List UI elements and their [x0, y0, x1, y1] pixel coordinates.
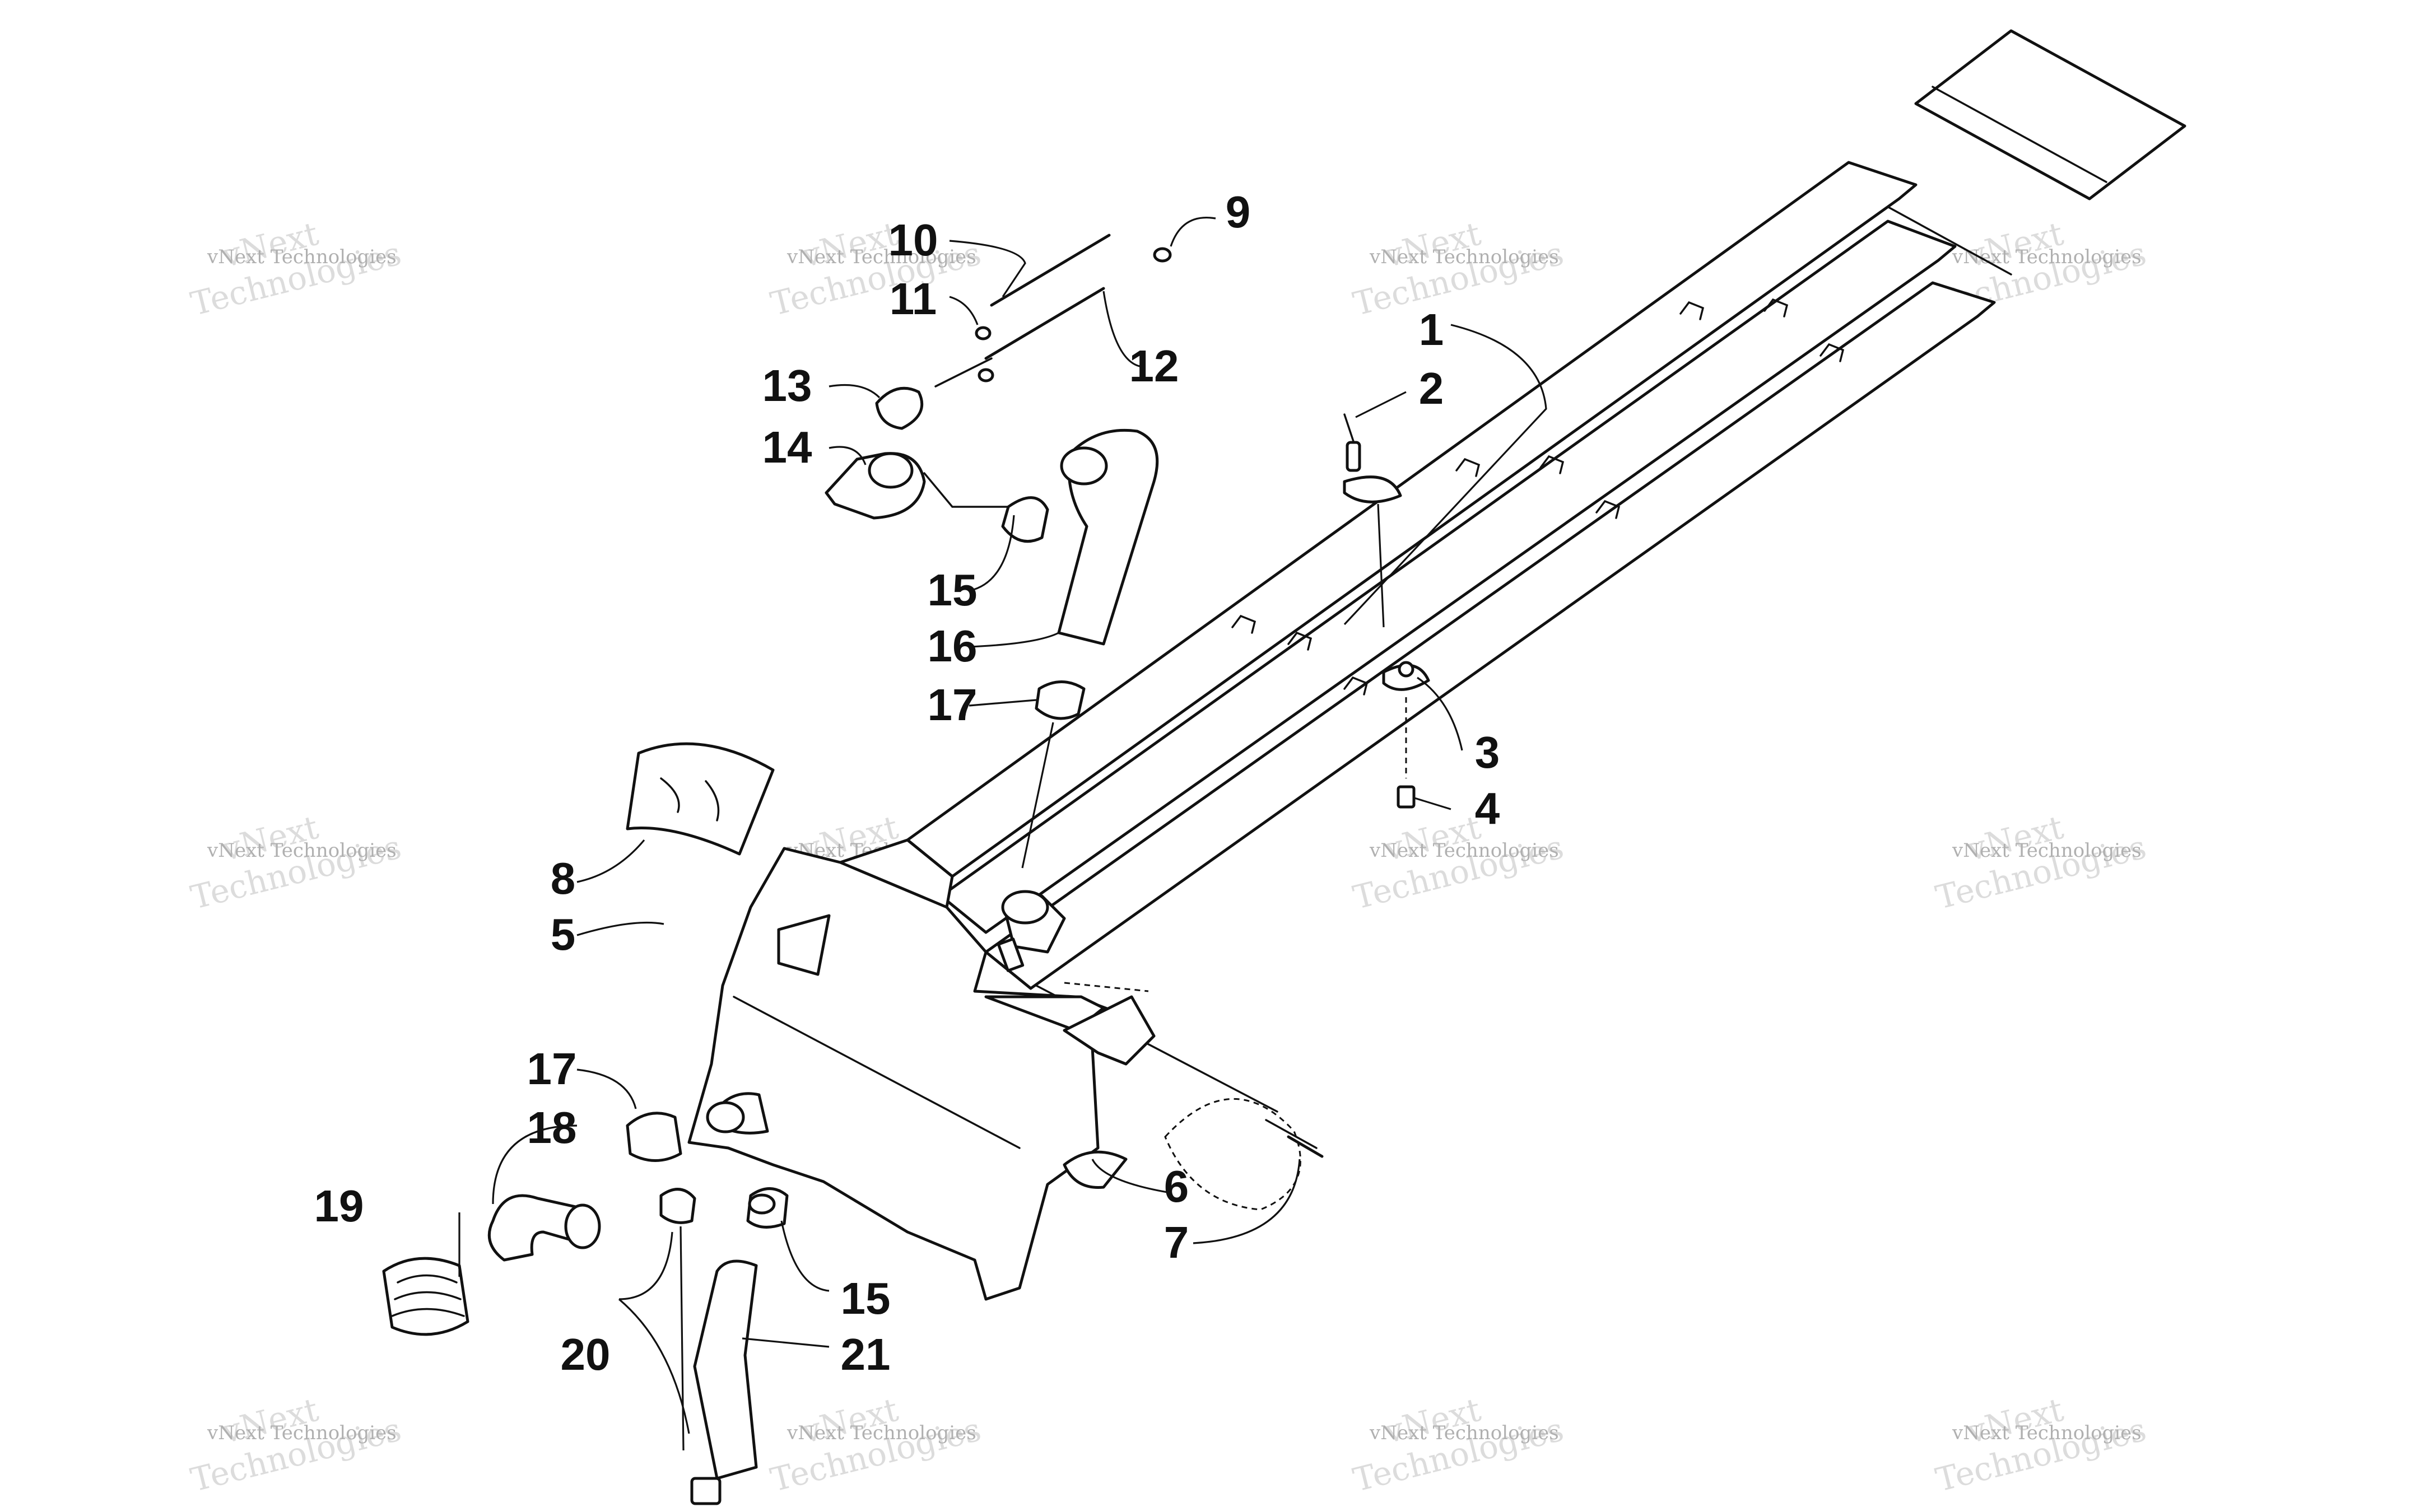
mounting-hardware: [1343, 413, 1430, 809]
lower-right-hose: [680, 1187, 789, 1505]
callout-15: 15: [928, 565, 978, 615]
front-hose: [1021, 428, 1159, 869]
watermark: vNext Technologies vNext Technologies: [187, 214, 405, 323]
svg-text:vNext Technologies: vNext Technologies: [1369, 839, 1559, 862]
heat-exchanger-body: [687, 847, 1278, 1301]
callout-1: 1: [1419, 305, 1444, 354]
callout-4: 4: [1475, 783, 1500, 833]
callout-12: 12: [1129, 341, 1179, 391]
callout-16: 16: [928, 621, 978, 671]
callout-17-lower: 17: [527, 1044, 577, 1094]
rear-bracket: [1063, 995, 1324, 1211]
watermark: vNext Technologies vNext Technologies: [767, 1390, 985, 1499]
callout-5: 5: [551, 909, 576, 959]
callout-17: 17: [928, 680, 978, 730]
filler-neck-assembly: [825, 234, 1172, 543]
svg-text:vNext Technologies: vNext Technologies: [787, 246, 976, 268]
callout-15-lower: 15: [841, 1273, 891, 1323]
callouts: 1 2 3 4 5 6 7 8 9 10 11 12 13 14 15 15 1…: [314, 187, 1500, 1379]
rail-notches: [1231, 298, 1845, 696]
callout-14: 14: [762, 422, 812, 472]
callout-20: 20: [561, 1329, 611, 1379]
callout-11: 11: [890, 274, 937, 324]
callout-19: 19: [314, 1181, 364, 1231]
watermark: vNext Technologies vNext Technologies: [187, 808, 405, 917]
callout-18: 18: [527, 1103, 577, 1152]
svg-text:vNext Technologies: vNext Technologies: [1369, 246, 1559, 268]
leader-lines: [458, 217, 1547, 1434]
svg-text:vNext Technologies: vNext Technologies: [1952, 1422, 2142, 1444]
callout-3: 3: [1475, 727, 1500, 777]
svg-text:vNext Technologies: vNext Technologies: [207, 839, 397, 862]
svg-text:vNext Technologies: vNext Technologies: [787, 1422, 976, 1444]
svg-text:vNext Technologies: vNext Technologies: [207, 1422, 397, 1444]
svg-text:vNext Technologies: vNext Technologies: [207, 246, 397, 268]
heat-shield: [626, 742, 775, 856]
lower-left-hose: [382, 1112, 696, 1336]
svg-text:vNext Technologies: vNext Technologies: [1369, 1422, 1559, 1444]
callout-7: 7: [1164, 1217, 1189, 1267]
svg-text:vNext Technologies: vNext Technologies: [1952, 839, 2142, 862]
watermark: vNext Technologies vNext Technologies: [1349, 1390, 1567, 1499]
heat-exchanger-tunnel: [839, 29, 2186, 990]
callout-8: 8: [551, 853, 576, 903]
watermark: vNext Technologies vNext Technologies: [1932, 1390, 2150, 1499]
watermark: vNext Technologies vNext Technologies: [1932, 808, 2150, 917]
callout-9: 9: [1226, 187, 1251, 237]
callout-21: 21: [841, 1329, 891, 1379]
callout-6: 6: [1164, 1161, 1189, 1211]
svg-text:vNext Technologies: vNext Technologies: [1952, 246, 2142, 268]
watermark: vNext Technologies vNext Technologies: [767, 214, 985, 323]
callout-13: 13: [762, 361, 812, 410]
watermark: vNext Technologies vNext Technologies: [1349, 808, 1567, 917]
watermark: vNext Technologies vNext Technologies: [1349, 214, 1567, 323]
watermark: vNext Technologies vNext Technologies: [187, 1390, 405, 1499]
callout-2: 2: [1419, 363, 1444, 413]
callout-10: 10: [888, 215, 938, 265]
